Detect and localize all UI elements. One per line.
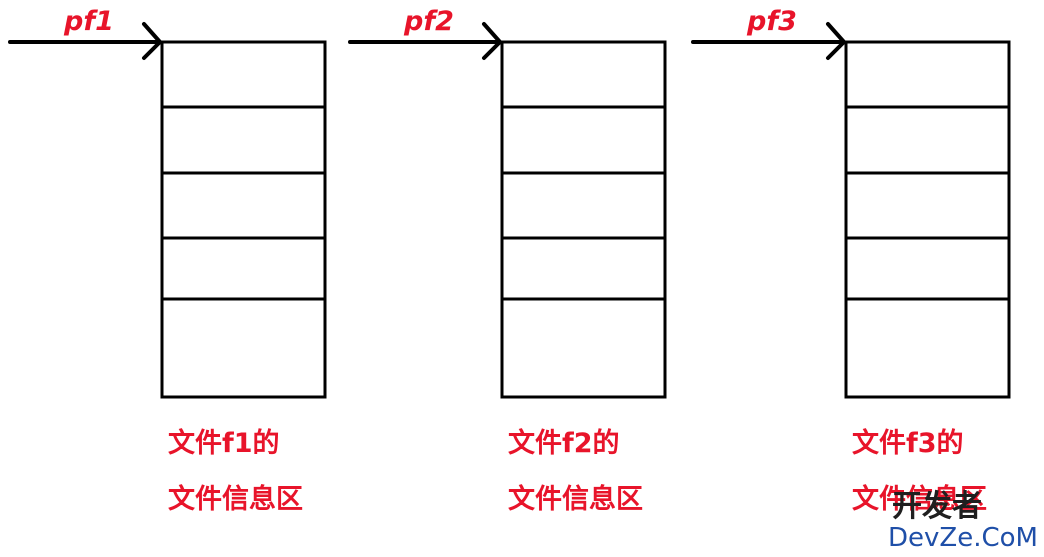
file-info-box-1 — [160, 40, 327, 399]
watermark-top: 开发者 — [892, 489, 982, 524]
caption-line2-3: 文件信息区 — [852, 483, 987, 515]
pointer-arrow-head-3 — [826, 22, 846, 60]
pointer-label-1: pf1 — [63, 6, 114, 37]
file-info-box-2 — [500, 40, 667, 399]
pointer-arrow-head-1 — [142, 22, 162, 60]
caption-line1-3: 文件f3的 — [852, 427, 964, 459]
caption-line2-1: 文件信息区 — [168, 483, 303, 515]
pointer-arrow-head-2 — [482, 22, 502, 60]
pointer-label-3: pf3 — [746, 6, 797, 37]
watermark: 开发者 DevZe.CoM — [888, 489, 1038, 553]
pointer-label-2: pf2 — [403, 6, 454, 37]
caption-line1-1: 文件f1的 — [168, 427, 280, 459]
watermark-bottom: DevZe.CoM — [888, 523, 1038, 553]
caption-line2-2: 文件信息区 — [508, 483, 643, 515]
caption-line1-2: 文件f2的 — [508, 427, 620, 459]
file-info-box-3 — [844, 40, 1011, 399]
